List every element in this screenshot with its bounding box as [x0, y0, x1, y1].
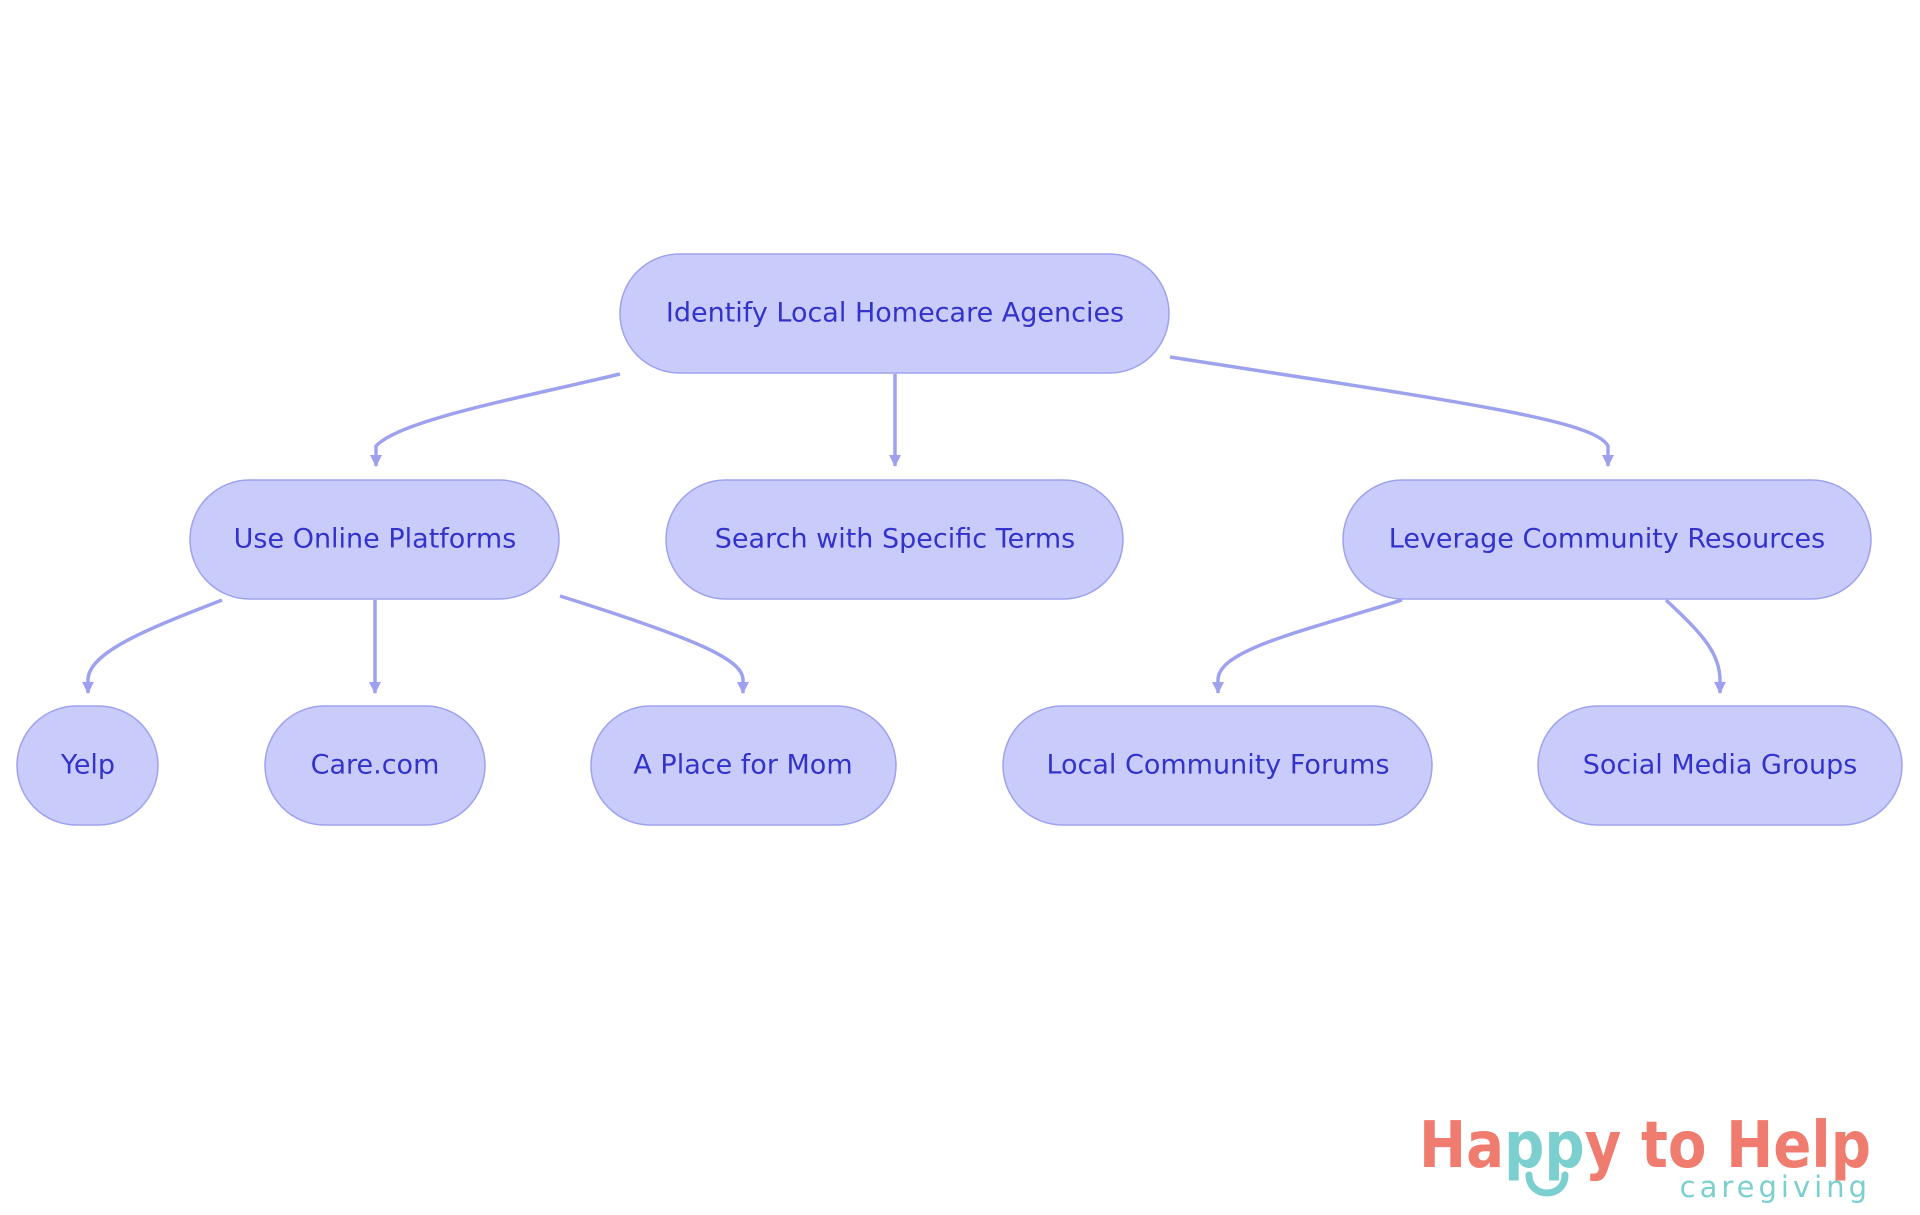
edge-root-community [1169, 355, 1614, 467]
node-community[interactable] [1342, 479, 1872, 600]
node-search-label: Search with Specific Terms [715, 524, 1075, 555]
smile-icon [1525, 1171, 1569, 1197]
node-forums[interactable] [1002, 705, 1433, 826]
node-social[interactable] [1537, 705, 1903, 826]
node-community-label: Leverage Community Resources [1389, 524, 1825, 555]
node-social-label: Social Media Groups [1583, 750, 1858, 781]
logo-subtitle: caregiving [1680, 1170, 1871, 1204]
logo-title-part-1: Ha [1419, 1109, 1504, 1183]
node-online[interactable] [189, 479, 560, 600]
edge-online-place [559, 594, 749, 694]
nodes [16, 253, 1903, 826]
node-labels: Identify Local Homecare Agencies Use Onl… [60, 298, 1857, 781]
brand-logo: Happy to Help caregiving [1419, 1109, 1871, 1204]
logo-title-part-2: pp [1504, 1109, 1585, 1183]
node-yelp-label: Yelp [60, 750, 115, 781]
node-forums-label: Local Community Forums [1046, 750, 1389, 781]
node-online-label: Use Online Platforms [234, 524, 517, 555]
node-care-label: Care.com [311, 750, 440, 781]
node-root-label: Identify Local Homecare Agencies [666, 298, 1124, 329]
edge-root-online [370, 372, 621, 467]
logo-title-part-3: y to Help [1585, 1109, 1871, 1183]
node-place[interactable] [590, 705, 897, 826]
node-yelp[interactable] [16, 705, 159, 826]
edge-community-forums [1212, 598, 1403, 694]
node-care[interactable] [264, 705, 486, 826]
logo-title: Happy to Help [1419, 1109, 1871, 1183]
node-root[interactable] [619, 253, 1170, 374]
edges [82, 355, 1726, 694]
edge-community-social [1664, 598, 1726, 694]
edge-online-yelp [82, 598, 223, 694]
node-search[interactable] [665, 479, 1124, 600]
node-place-label: A Place for Mom [633, 750, 852, 781]
